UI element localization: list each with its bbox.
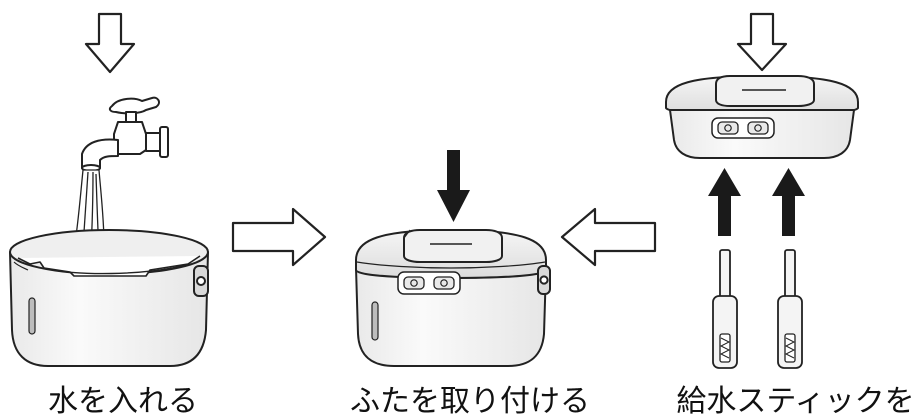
water-stick xyxy=(712,249,738,369)
left-arrow-outline-icon xyxy=(560,207,657,267)
down-arrow-solid-icon xyxy=(437,150,470,222)
step-2-caption: ふたを取り付ける xyxy=(350,384,590,419)
step-2-attach-lid xyxy=(355,150,551,367)
right-arrow-outline-icon xyxy=(231,207,327,267)
step-1-caption: 水を入れる xyxy=(48,384,198,419)
step-3-caption: 給水スティックを xyxy=(676,384,915,419)
mode-button-icon xyxy=(440,279,448,287)
up-arrow-solid-icon xyxy=(772,168,805,236)
assembled-fountain xyxy=(355,229,551,367)
step-1-fill-water xyxy=(9,12,209,367)
down-arrow-outline-icon xyxy=(84,12,136,74)
lid-unit xyxy=(665,75,859,159)
up-arrow-solid-icon xyxy=(708,168,741,236)
mode-button-icon xyxy=(754,124,762,132)
faucet-icon xyxy=(81,96,169,172)
water-tank-open xyxy=(9,229,209,367)
step-3-insert-sticks xyxy=(665,12,859,369)
power-button-icon xyxy=(410,279,418,287)
water-stick xyxy=(777,249,803,369)
down-arrow-outline-icon xyxy=(736,12,788,72)
power-button-icon xyxy=(724,124,732,132)
